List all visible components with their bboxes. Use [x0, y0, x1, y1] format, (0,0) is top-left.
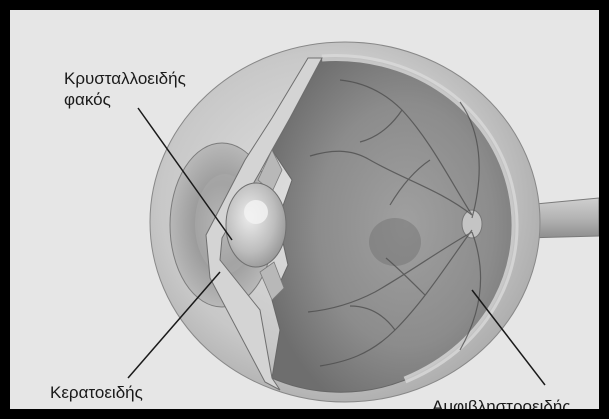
lens: [226, 183, 286, 267]
lens-label-line-2: φακός: [64, 89, 111, 110]
lens-label-line-1: Κρυσταλλοειδής: [64, 68, 186, 89]
diagram-canvas: Κρυσταλλοειδής φακός Κερατοειδής Αμφιβλη…: [10, 10, 599, 409]
cornea-label: Κερατοειδής: [50, 382, 143, 403]
fovea: [369, 218, 421, 266]
retina-label: Αμφιβληστροειδής: [432, 396, 570, 409]
lens-highlight: [244, 200, 268, 224]
